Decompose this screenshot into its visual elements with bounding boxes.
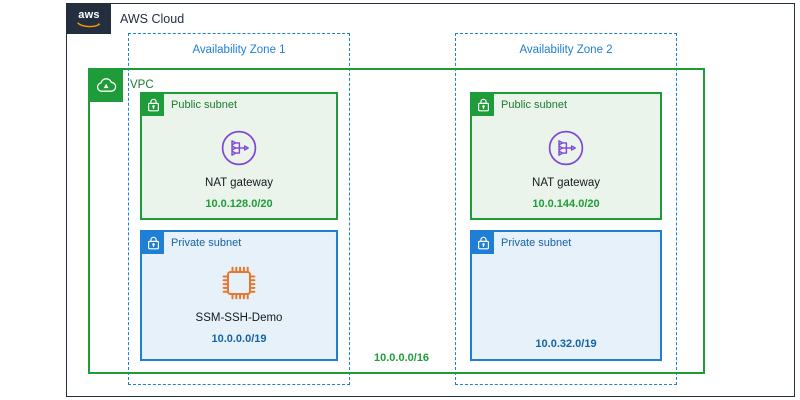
availability-zone-1: Availability Zone 1 xyxy=(128,33,350,385)
nat-gateway-az1: NAT gateway 10.0.128.0/20 xyxy=(142,124,336,210)
lock-icon xyxy=(142,232,164,254)
nat-gateway-az1-label: NAT gateway xyxy=(205,177,273,189)
private-subnet-az2-cidr: 10.0.32.0/19 xyxy=(535,338,597,350)
aws-logo-text: aws xyxy=(78,9,100,21)
vpc-cidr-label: 10.0.0.0/16 xyxy=(374,352,430,364)
private-subnet-az2-label: Private subnet xyxy=(501,237,572,249)
private-subnet-az2-header: Private subnet xyxy=(472,232,571,254)
aws-cloud-title: AWS Cloud xyxy=(120,12,185,26)
public-subnet-az1-cidr: 10.0.128.0/20 xyxy=(205,198,273,210)
ec2-instance-az1-label: SSM-SSH-Demo xyxy=(195,312,283,324)
availability-zone-1-title: Availability Zone 1 xyxy=(192,44,286,56)
ec2-instance-icon xyxy=(142,259,336,307)
vpc-boundary xyxy=(88,68,705,374)
public-subnet-az2-header: Public subnet xyxy=(472,94,567,116)
private-subnet-az1-label: Private subnet xyxy=(171,237,242,249)
public-subnet-az2-cidr: 10.0.144.0/20 xyxy=(532,198,600,210)
nat-gateway-az2-label: NAT gateway xyxy=(532,177,600,189)
vpc-label: VPC xyxy=(130,79,154,91)
lock-icon xyxy=(472,94,494,116)
public-subnet-az2: Public subnet NAT gateway 10.0.144.0/20 xyxy=(470,92,662,220)
aws-logo-icon: aws xyxy=(67,4,111,34)
nat-gateway-icon xyxy=(142,124,336,172)
private-subnet-az1-cidr: 10.0.0.0/19 xyxy=(211,333,267,345)
nat-gateway-az2: NAT gateway 10.0.144.0/20 xyxy=(472,124,660,210)
private-subnet-az2: Private subnet 10.0.32.0/19 xyxy=(470,230,662,361)
availability-zone-2-title: Availability Zone 2 xyxy=(519,44,613,56)
availability-zone-2: Availability Zone 2 xyxy=(455,33,677,385)
public-subnet-az2-label: Public subnet xyxy=(501,99,568,111)
public-subnet-az1-label: Public subnet xyxy=(171,99,238,111)
nat-gateway-icon xyxy=(472,124,660,172)
vpc-cloud-icon xyxy=(89,69,123,102)
lock-icon xyxy=(472,232,494,254)
ec2-instance-az1: SSM-SSH-Demo 10.0.0.0/19 xyxy=(142,259,336,345)
public-subnet-az1-header: Public subnet xyxy=(142,94,237,116)
private-subnet-az1-header: Private subnet xyxy=(142,232,241,254)
public-subnet-az1: Public subnet NAT gateway 10.0.128.0/20 xyxy=(140,92,338,220)
lock-icon xyxy=(142,94,164,116)
private-subnet-az1: Private subnet SSM-SSH-Demo 10.0.0.0/19 xyxy=(140,230,338,361)
